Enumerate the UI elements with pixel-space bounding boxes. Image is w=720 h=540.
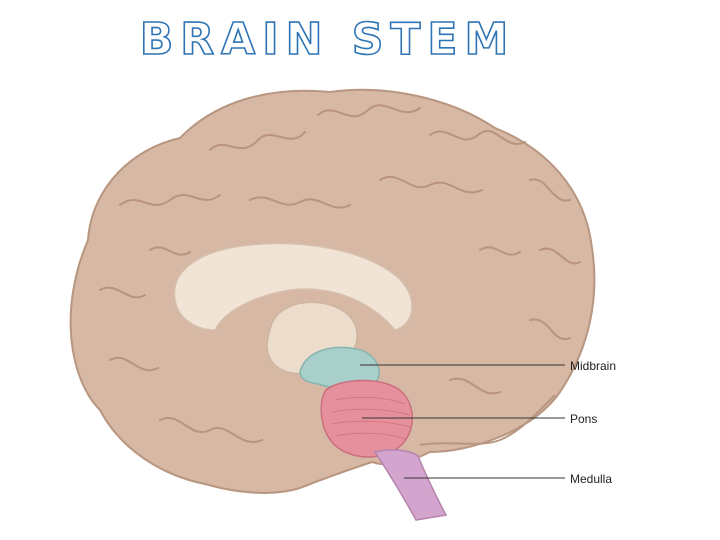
pons-label: Pons	[570, 412, 598, 426]
midbrain-label: Midbrain	[570, 359, 617, 373]
pons-region	[320, 379, 413, 458]
slide-title: BRAIN STEM	[139, 13, 516, 66]
corpus-callosum	[173, 242, 413, 331]
cerebellum	[419, 394, 556, 446]
medulla-label: Medulla	[570, 472, 613, 486]
medulla-region	[373, 449, 448, 521]
